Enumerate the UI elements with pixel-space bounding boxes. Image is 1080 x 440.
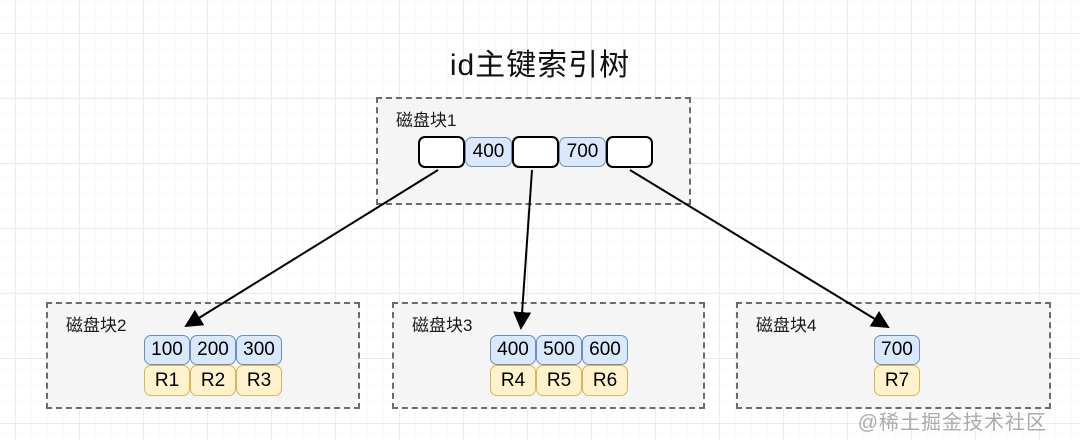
key-cell: 500 xyxy=(536,335,582,365)
disk-block-2: 磁盘块2 100 200 300 R1 R2 R3 xyxy=(46,302,360,409)
record-cell: R3 xyxy=(236,365,282,396)
disk-block-4-records: R7 xyxy=(874,365,920,396)
disk-block-1-cells: 400 700 xyxy=(418,136,653,168)
key-cell: 200 xyxy=(190,335,236,365)
disk-block-3-records: R4 R5 R6 xyxy=(490,365,628,396)
record-cell: R6 xyxy=(582,365,628,396)
key-cell: 400 xyxy=(490,335,536,365)
record-cell: R5 xyxy=(536,365,582,396)
disk-block-3-keys: 400 500 600 xyxy=(490,335,628,365)
key-cell: 300 xyxy=(236,335,282,365)
disk-block-1: 磁盘块1 400 700 xyxy=(376,97,691,205)
pointer-cell xyxy=(418,136,465,168)
disk-block-2-label: 磁盘块2 xyxy=(66,316,127,335)
disk-block-4-keys: 700 xyxy=(874,335,920,365)
pointer-cell xyxy=(512,136,559,168)
record-cell: R1 xyxy=(144,365,190,396)
key-cell: 600 xyxy=(582,335,628,365)
key-cell: 100 xyxy=(144,335,190,365)
disk-block-4: 磁盘块4 700 R7 xyxy=(736,302,1051,409)
pointer-cell xyxy=(606,136,653,168)
key-cell: 700 xyxy=(559,137,606,167)
record-cell: R7 xyxy=(874,365,920,396)
page-title: id主键索引树 xyxy=(449,49,631,82)
disk-block-3: 磁盘块3 400 500 600 R4 R5 R6 xyxy=(392,302,705,409)
record-cell: R4 xyxy=(490,365,536,396)
disk-block-1-label: 磁盘块1 xyxy=(396,111,457,130)
record-cell: R2 xyxy=(190,365,236,396)
key-cell: 400 xyxy=(465,137,512,167)
disk-block-2-records: R1 R2 R3 xyxy=(144,365,282,396)
key-cell: 700 xyxy=(874,335,920,365)
disk-block-3-label: 磁盘块3 xyxy=(412,316,473,335)
disk-block-4-label: 磁盘块4 xyxy=(756,316,817,335)
watermark: @稀土掘金技术社区 xyxy=(857,412,1047,434)
disk-block-2-keys: 100 200 300 xyxy=(144,335,282,365)
